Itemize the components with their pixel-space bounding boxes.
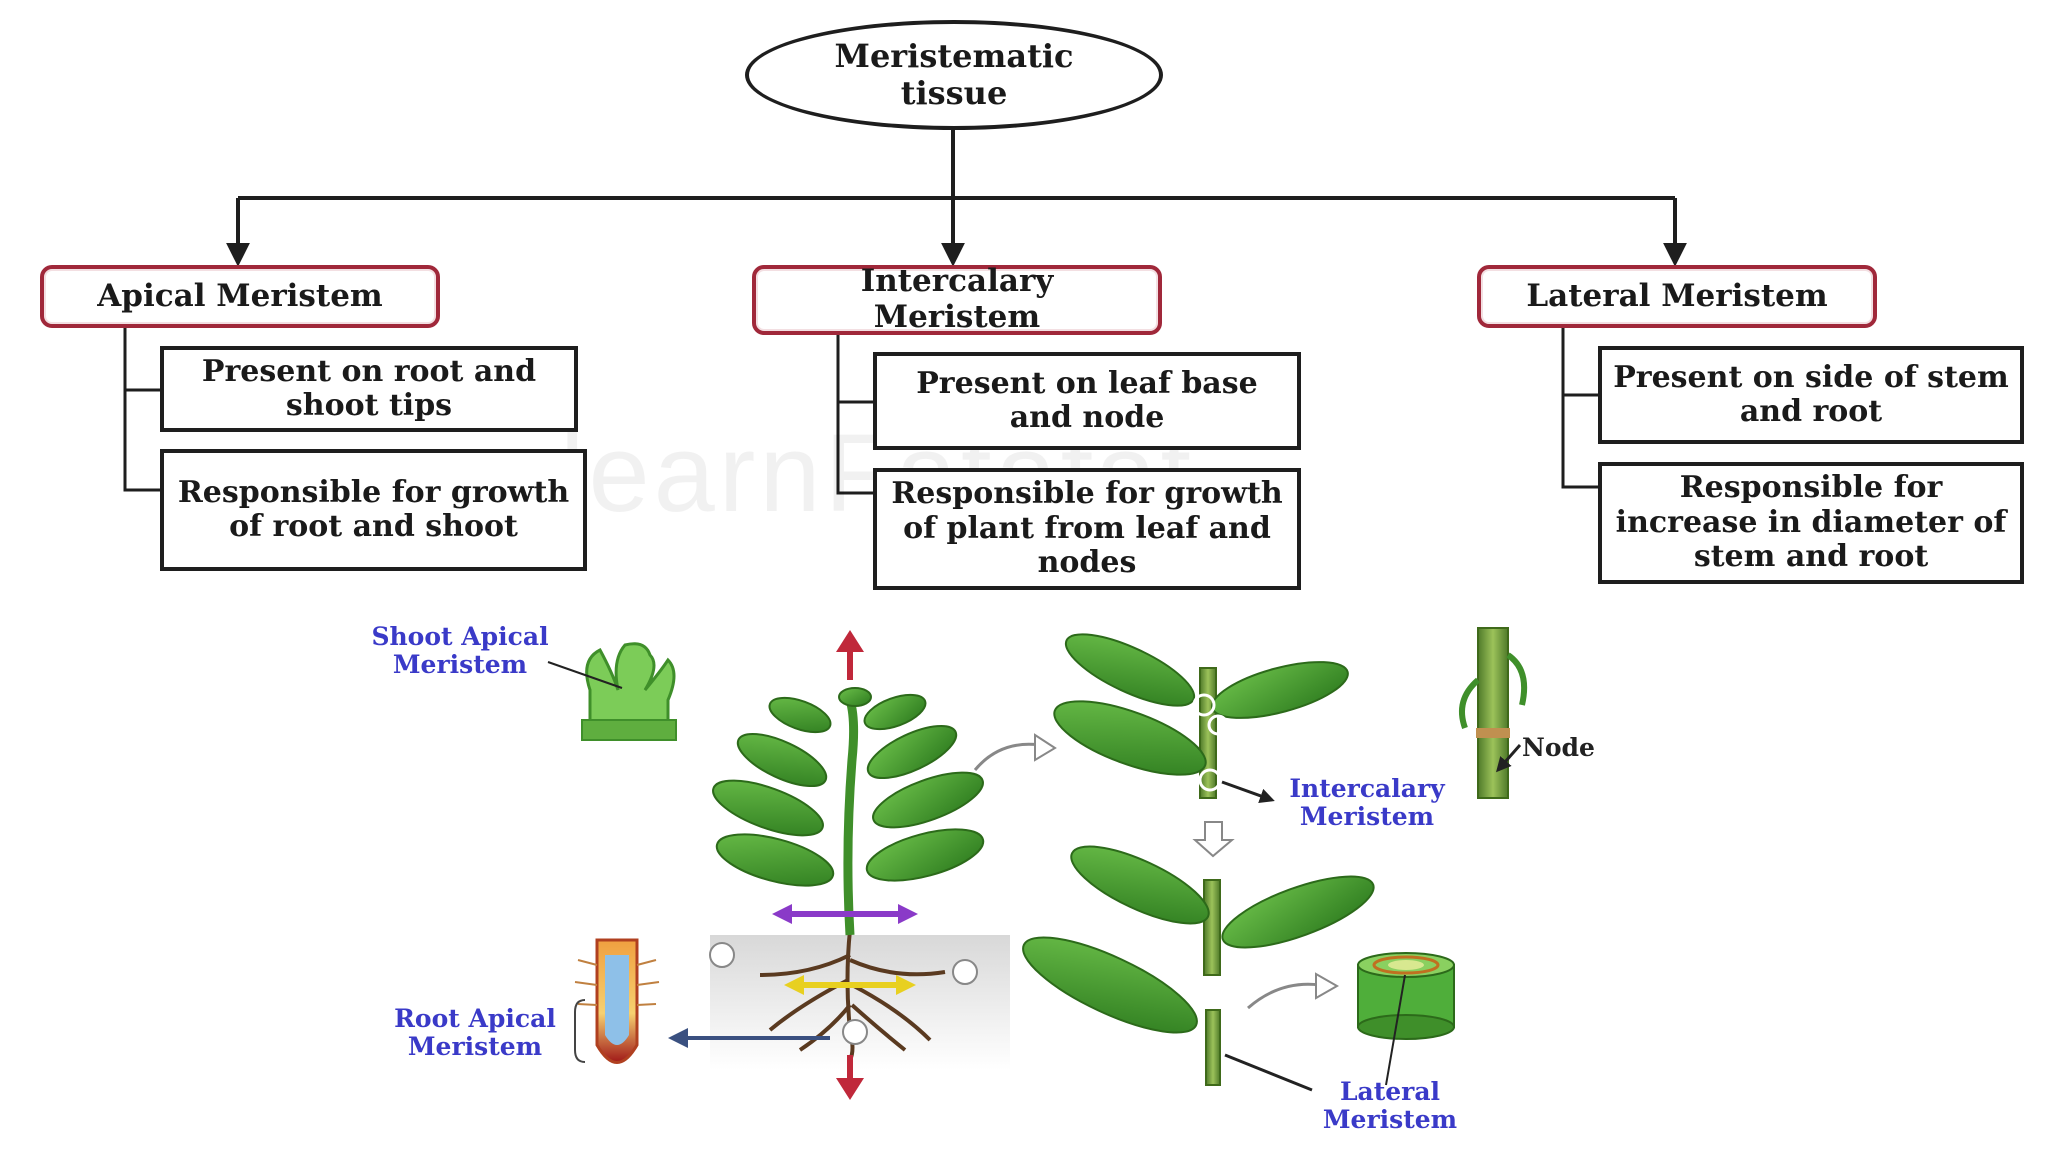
node-stem-icon [1459,627,1528,799]
detail-leaves-lower [1022,845,1375,1034]
lateral-cylinder-icon [1357,952,1455,1040]
main-plant-stem [843,698,859,936]
branch-lateral-meristem: Lateral Meristem [1477,265,1877,328]
apical-bracket [123,328,162,492]
fact-intercalary-location: Present on leaf base and node [873,352,1301,450]
curve-arrow-upper [973,742,1041,771]
label-intercalary-meristem: Intercalary Meristem [1289,774,1445,831]
growth-arrow-down [836,1055,864,1100]
root-node-meristematic-tissue: Meristematic tissue [745,20,1163,130]
label-root-apical-meristem: Root Apical Meristem [394,1004,556,1061]
branch-intercalary-meristem: Intercalary Meristem [752,264,1162,335]
intercalary-zone-2 [1207,714,1229,736]
soil-region [710,935,1010,1070]
curve-arrow-lower [1247,982,1321,1010]
fact-apical-location: Present on root and shoot tips [160,346,578,432]
label-node: Node [1522,733,1595,762]
fact-lateral-function: Responsible for increase in diameter of … [1598,462,2024,584]
growth-arrow-up [836,630,864,680]
lateral-arrow-purple [772,904,918,924]
fact-intercalary-function: Responsible for growth of plant from lea… [873,468,1301,590]
root-zone-circle-1 [709,942,735,968]
node-pointer [1496,744,1522,773]
intercalary-pointer [1221,780,1275,803]
detail-stem-bottom [1205,1009,1221,1086]
main-plant-leaves [712,687,985,887]
lateral-arrow-yellow [784,975,916,995]
detail-stem-lower [1203,879,1221,976]
lateral-pointer [1224,1053,1313,1092]
label-lateral-meristem: Lateral Meristem [1322,1077,1458,1134]
shoot-apex-icon [581,642,677,741]
fact-lateral-location: Present on side of stem and root [1598,346,2024,444]
curve-arrow-upper-head [1034,733,1057,762]
intercalary-bracket [836,335,875,495]
cylinder-pointer [1385,974,1406,1086]
root-zone-circle-3 [842,1019,868,1045]
shoot-pointer-line [547,661,623,689]
lateral-bracket [1561,328,1600,489]
intercalary-zone-1 [1192,693,1216,717]
label-shoot-apical-meristem: Shoot Apical Meristem [371,622,549,679]
branch-apical-meristem: Apical Meristem [40,265,440,328]
curve-arrow-lower-head [1315,972,1340,1000]
fact-apical-function: Responsible for growth of root and shoot [160,449,587,571]
root-bracket [574,999,586,1063]
detail-leaves-upper [1053,633,1349,776]
root-system [759,929,946,1061]
root-tip-icon [574,938,660,1064]
intercalary-zone-3 [1198,768,1222,792]
down-hollow-arrow [1192,821,1235,858]
root-zone-circle-2 [952,959,978,985]
